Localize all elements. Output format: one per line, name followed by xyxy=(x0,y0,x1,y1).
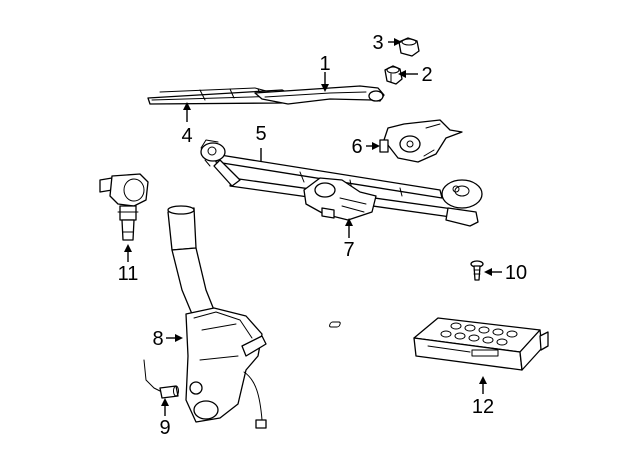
callout-11: 11 xyxy=(118,263,139,285)
leader-lines xyxy=(124,38,502,416)
pivot-cap xyxy=(398,37,420,57)
callout-9: 9 xyxy=(159,417,170,439)
fastener-screw xyxy=(470,260,484,281)
wiper-arm xyxy=(254,85,385,105)
callout-12: 12 xyxy=(472,396,494,418)
callout-6: 6 xyxy=(351,136,362,158)
pivot-nut xyxy=(384,65,403,85)
pivot-bracket xyxy=(379,119,463,163)
level-sensor xyxy=(143,359,179,399)
control-module xyxy=(329,317,549,371)
callout-4: 4 xyxy=(181,125,192,147)
callout-2: 2 xyxy=(421,64,432,86)
callout-3: 3 xyxy=(372,32,383,54)
callout-1: 1 xyxy=(319,53,330,75)
callout-8: 8 xyxy=(152,328,163,350)
callout-5: 5 xyxy=(255,123,266,145)
callout-labels: 1 2 3 4 5 6 7 8 9 10 11 12 xyxy=(118,32,528,439)
callout-7: 7 xyxy=(343,239,354,261)
callout-10: 10 xyxy=(505,262,527,284)
wiper-motor xyxy=(303,177,377,221)
washer-reservoir xyxy=(167,205,267,429)
washer-pump xyxy=(99,173,149,241)
